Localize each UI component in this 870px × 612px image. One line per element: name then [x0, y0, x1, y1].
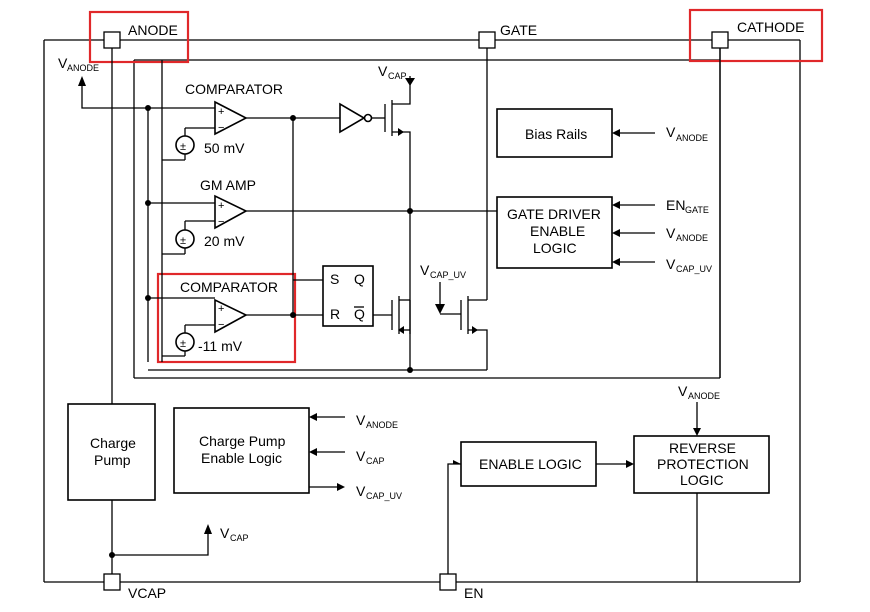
sr-qbar: Q [354, 306, 365, 322]
comparator1-label: COMPARATOR [185, 81, 283, 97]
cathode-pin-label: CATHODE [737, 19, 804, 35]
src2-pm: ± [180, 235, 186, 247]
vcap-bottom-sub: CAP [230, 533, 249, 543]
gd-vanode-label: V [666, 225, 676, 241]
rev-vanode-sub: ANODE [688, 391, 720, 401]
anode-highlight [88, 10, 190, 64]
mosfet-uv: V CAP_UV [420, 262, 488, 370]
cp-enable-block: Charge Pump Enable Logic V ANODE V CAP V… [173, 407, 402, 501]
gm-amp-label: GM AMP [200, 177, 256, 193]
bias-rails-label: Bias Rails [525, 126, 587, 142]
outer-frame [43, 39, 801, 583]
gd-vcapuv-label: V [666, 256, 676, 272]
src1-pm: ± [180, 141, 186, 153]
gd-line3: LOGIC [533, 240, 577, 256]
gm-amp: GM AMP + − ± 20 mV [162, 177, 497, 255]
comparator-1: COMPARATOR + − ± 50 mV [162, 81, 340, 161]
cp-vcapuv-label: V [356, 483, 366, 499]
gd-en-label: EN [666, 197, 685, 213]
rev-line1: REVERSE [669, 440, 736, 456]
comparator-2: COMPARATOR + − ± -11 mV [162, 279, 323, 357]
en-pin[interactable]: EN [439, 573, 483, 601]
src1-label: 50 mV [204, 140, 245, 156]
rev-line2: PROTECTION [657, 456, 749, 472]
comp2-plus: + [218, 303, 224, 315]
mosfet-mid [391, 296, 410, 334]
vcap-top-label: V [378, 63, 388, 79]
bias-v-label: V [666, 124, 676, 140]
cp-line2: Pump [94, 452, 131, 468]
cp-vanode-label: V [356, 412, 366, 428]
vcapuv-sub: CAP_UV [430, 270, 466, 280]
comparator2-highlight [156, 272, 297, 364]
comparator2-label: COMPARATOR [180, 279, 278, 295]
gm-plus: + [218, 200, 224, 212]
cathode-highlight [688, 8, 824, 63]
sr-r: R [330, 306, 340, 322]
cathode-pin[interactable]: CATHODE [711, 19, 804, 49]
cp-vanode-sub: ANODE [366, 420, 398, 430]
gate-pin-label: GATE [500, 22, 537, 38]
enable-logic-label: ENABLE LOGIC [479, 456, 582, 472]
rev-line3: LOGIC [680, 472, 724, 488]
sr-q: Q [354, 271, 365, 287]
gate-driver-block: GATE DRIVER ENABLE LOGIC EN GATE V ANODE… [496, 196, 712, 274]
bias-v-sub: ANODE [676, 133, 708, 143]
gd-en-sub: GATE [685, 205, 709, 215]
cp-vcap-label: V [356, 448, 366, 464]
cp-line1: Charge [90, 435, 136, 451]
enable-logic-block: ENABLE LOGIC [460, 441, 597, 487]
rev-vanode-label: V [678, 383, 688, 399]
vanode-output-arrow: V ANODE [58, 55, 112, 109]
vcap-pin-label: VCAP [128, 585, 166, 601]
comp1-minus: − [218, 122, 224, 134]
vcap-top-sub: CAP [388, 71, 407, 81]
src2-label: 20 mV [204, 233, 245, 249]
anode-pin-label: ANODE [128, 22, 178, 38]
src3-label: -11 mV [198, 338, 243, 354]
cp-vcapuv-sub: CAP_UV [366, 491, 402, 501]
gd-vcapuv-sub: CAP_UV [676, 264, 712, 274]
src3-pm: ± [180, 338, 186, 350]
vcap-pin[interactable]: VCAP [103, 573, 166, 601]
cpe-line1: Charge Pump [199, 433, 286, 449]
anode-pin[interactable]: ANODE [103, 22, 178, 49]
mosfet-top: V CAP [378, 63, 415, 370]
vanode-main-sub: ANODE [67, 63, 99, 73]
vcapuv-label: V [420, 262, 430, 278]
reverse-protection-block: REVERSE PROTECTION LOGIC V ANODE [633, 383, 770, 494]
en-pin-label: EN [464, 585, 483, 601]
gate-pin[interactable]: GATE [478, 22, 537, 49]
vanode-main-label: V [58, 55, 68, 71]
cpe-line2: Enable Logic [201, 450, 282, 466]
gm-minus: − [218, 216, 224, 228]
bias-rails-block: Bias Rails V ANODE [496, 108, 708, 158]
sr-latch: S R Q Q [322, 265, 392, 327]
charge-pump-block: Charge Pump [67, 403, 156, 501]
cp-vcap-sub: CAP [366, 456, 385, 466]
gd-line2: ENABLE [530, 223, 585, 239]
comp1-plus: + [218, 106, 224, 118]
vcap-bottom-label: V [220, 525, 230, 541]
sr-s: S [330, 271, 339, 287]
gd-vanode-sub: ANODE [676, 233, 708, 243]
inverter [339, 102, 385, 134]
comp2-minus: − [218, 319, 224, 331]
gd-line1: GATE DRIVER [507, 206, 601, 222]
